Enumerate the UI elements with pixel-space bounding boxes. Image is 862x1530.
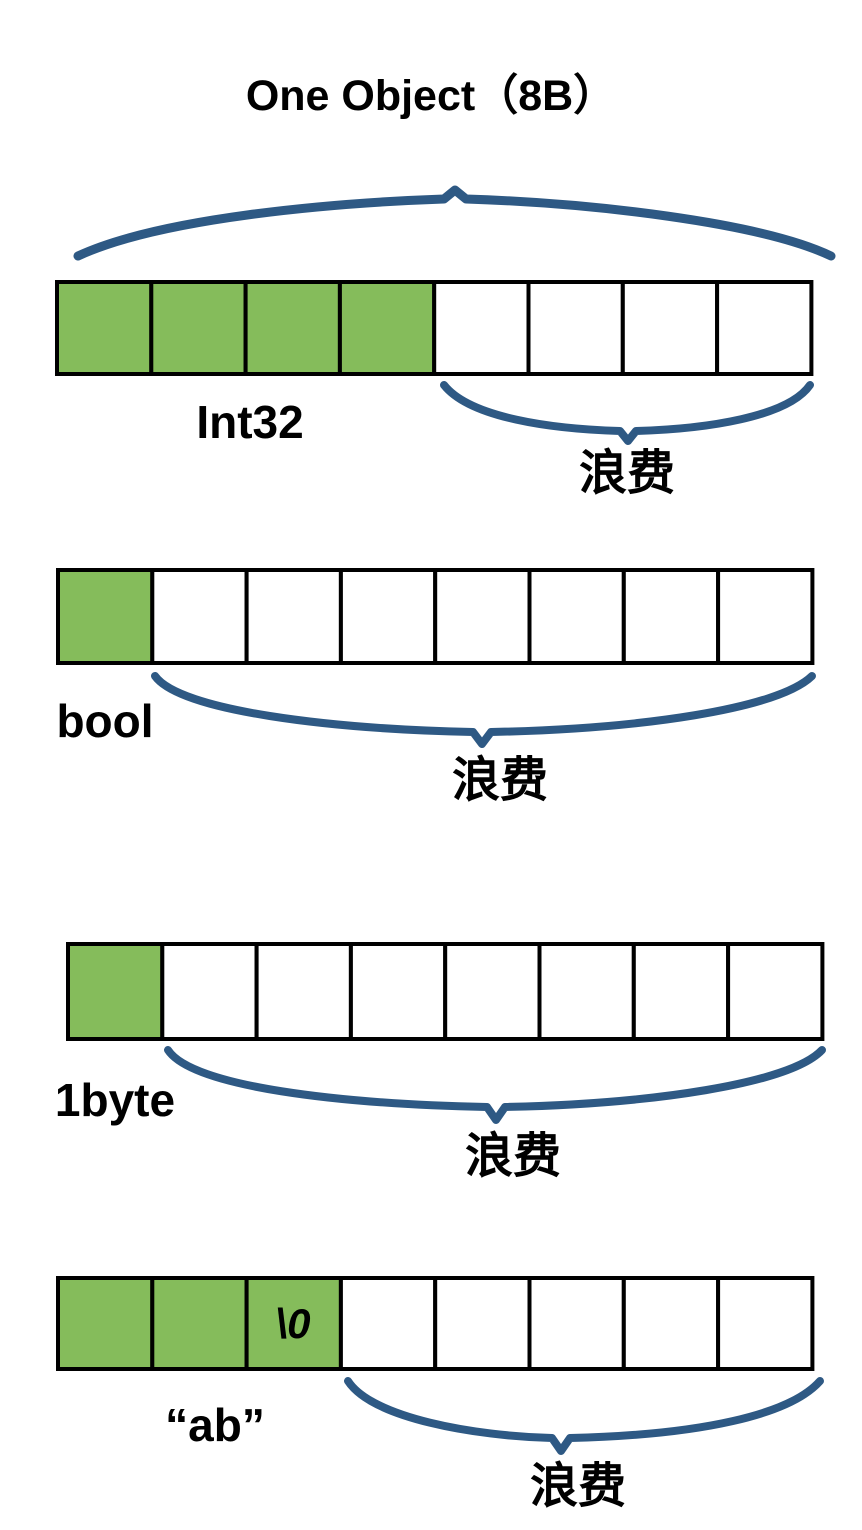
byte-cell: [527, 568, 626, 665]
row-int32: Int32 浪费: [55, 185, 836, 500]
waste-label-int32: 浪费: [579, 447, 675, 500]
row-1byte: 1byte 浪费: [55, 942, 826, 1183]
byte-cell: [715, 280, 814, 376]
byte-cell: [526, 280, 625, 376]
row-label-string-ab: “ab”: [165, 1399, 265, 1451]
byte-cell: [527, 1276, 626, 1371]
byte-cell: [244, 1276, 343, 1371]
byte-cell: [160, 942, 259, 1041]
byte-cell: [620, 280, 720, 376]
byte-cell: [433, 1276, 532, 1371]
waste-label-1byte: 浪费: [465, 1130, 561, 1183]
byte-cell: [56, 568, 155, 665]
byte-cell: [243, 280, 342, 376]
byte-cell: [348, 942, 448, 1041]
byte-cell: [66, 942, 165, 1041]
row-string-ab: \0 “ab” 浪费: [56, 1276, 824, 1513]
byte-cell: [621, 1276, 721, 1371]
waste-label-string-ab: 浪费: [530, 1460, 626, 1513]
brace-waste: [344, 1377, 824, 1455]
byte-cell: [337, 280, 437, 376]
byte-cell: [537, 942, 636, 1041]
byte-cell: [338, 1276, 438, 1371]
brace-waste: [164, 1046, 826, 1124]
byte-cell: [55, 280, 154, 376]
brace-total-object: [73, 185, 836, 261]
byte-cell: [432, 280, 531, 376]
row-label-1byte: 1byte: [55, 1074, 175, 1126]
byte-cell: [338, 568, 438, 665]
byte-cell: [254, 942, 353, 1041]
row-bool: bool 浪费: [56, 568, 816, 807]
byte-cell: [433, 568, 532, 665]
null-terminator-label: \0: [275, 1300, 310, 1347]
byte-cell: [150, 1276, 249, 1371]
byte-cell: [443, 942, 542, 1041]
byte-cell: [150, 568, 249, 665]
byte-cell: [149, 280, 248, 376]
page-title: One Object（8B）: [246, 72, 616, 120]
row-label-int32: Int32: [196, 396, 303, 448]
byte-cell: [716, 1276, 815, 1371]
row-label-bool: bool: [56, 695, 153, 747]
byte-cell: [621, 568, 721, 665]
byte-cell: [244, 568, 343, 665]
brace-waste: [440, 381, 814, 445]
byte-cell: [726, 942, 825, 1041]
brace-waste: [151, 672, 816, 748]
byte-cell: [716, 568, 815, 665]
byte-cell: [631, 942, 731, 1041]
waste-label-bool: 浪费: [452, 754, 548, 807]
byte-cell: [56, 1276, 155, 1371]
